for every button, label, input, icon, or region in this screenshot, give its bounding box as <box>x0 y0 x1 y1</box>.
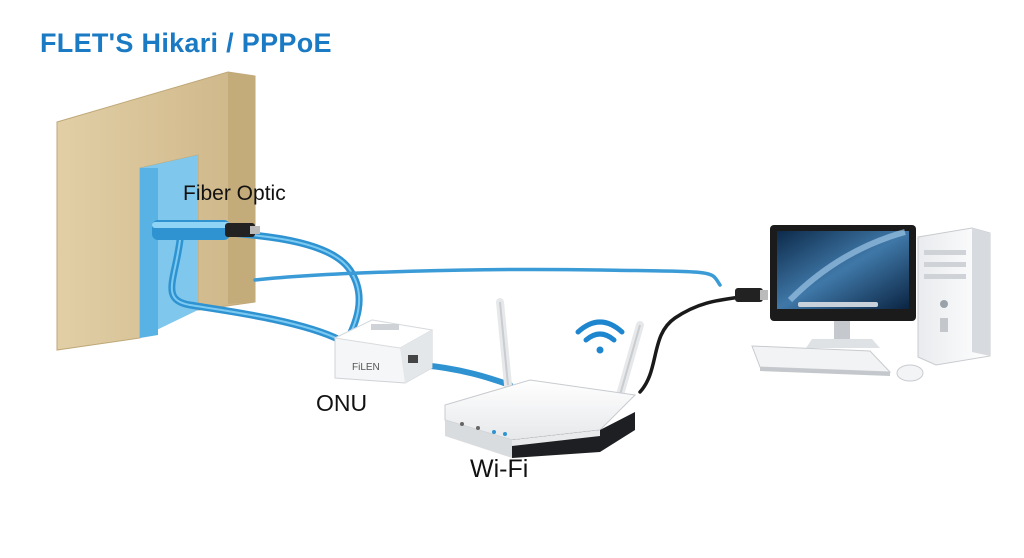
ethernet-cable <box>638 288 768 394</box>
pc-tower-icon <box>917 227 991 366</box>
computer-monitor-icon <box>770 225 916 348</box>
onu-label: ONU <box>316 390 368 416</box>
diagram-title: FLET'S Hikari / PPPoE <box>40 28 332 58</box>
mouse-icon <box>896 364 924 382</box>
wifi-label: Wi-Fi <box>470 455 529 483</box>
wifi-signal-icon <box>575 319 625 354</box>
onu-device: FiLEN <box>333 319 434 384</box>
onu-brand: FiLEN <box>352 362 380 373</box>
fiber-connector <box>152 220 260 240</box>
wall <box>56 71 256 351</box>
wifi-router <box>444 298 644 458</box>
keyboard-icon <box>751 345 892 376</box>
fiber-optic-label: Fiber Optic <box>183 182 286 205</box>
